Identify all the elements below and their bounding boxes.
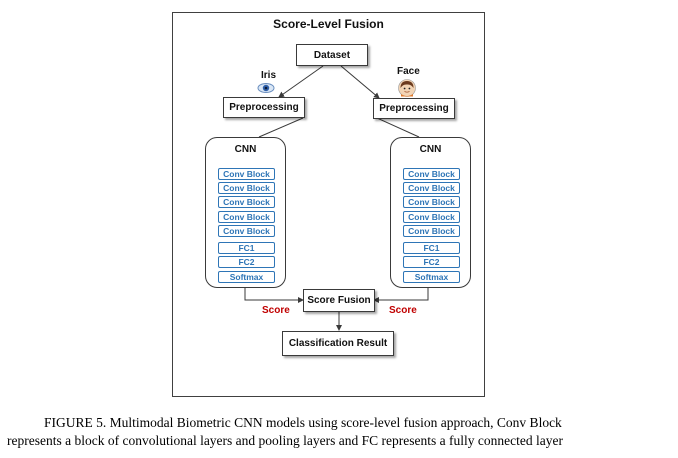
left-softmax: Softmax xyxy=(218,271,275,283)
score-fusion-box: Score Fusion xyxy=(303,289,375,312)
left-fc1: FC1 xyxy=(218,242,275,254)
right-score-label: Score xyxy=(389,305,417,316)
face-avatar-icon xyxy=(398,79,416,97)
left-score-label: Score xyxy=(262,305,290,316)
right-conv-block-3: Conv Block xyxy=(403,196,460,208)
arrow-dataset-left xyxy=(278,65,324,98)
left-fc2: FC2 xyxy=(218,256,275,268)
dataset-box: Dataset xyxy=(296,44,368,66)
right-conv-block-2: Conv Block xyxy=(403,182,460,194)
right-cnn-title: CNN xyxy=(419,144,442,155)
left-conv-block-1: Conv Block xyxy=(218,168,275,180)
right-cnn-container: CNN Conv Block Conv Block Conv Block Con… xyxy=(390,137,471,288)
arrow-left-to-fusion xyxy=(244,288,304,303)
line-right-preproc-cnn xyxy=(376,117,420,138)
right-conv-block-5: Conv Block xyxy=(403,225,460,237)
right-conv-block-1: Conv Block xyxy=(403,168,460,180)
right-softmax: Softmax xyxy=(403,271,460,283)
face-label: Face xyxy=(397,66,420,77)
left-conv-block-2: Conv Block xyxy=(218,182,275,194)
caption-line-1: FIGURE 5. Multimodal Biometric CNN model… xyxy=(44,415,562,430)
iris-label: Iris xyxy=(261,70,277,81)
left-cnn-container: CNN Conv Block Conv Block Conv Block Con… xyxy=(205,137,286,288)
arrow-right-to-fusion xyxy=(373,288,429,303)
right-preprocessing-box: Preprocessing xyxy=(373,98,455,119)
left-cnn-title: CNN xyxy=(234,144,257,155)
eye-icon xyxy=(257,83,275,93)
arrow-dataset-right xyxy=(340,65,380,99)
left-conv-block-4: Conv Block xyxy=(218,211,275,223)
figure-caption: FIGURE 5. Multimodal Biometric CNN model… xyxy=(0,414,678,450)
caption-line-2: represents a block of convolutional laye… xyxy=(7,433,563,448)
right-conv-block-4: Conv Block xyxy=(403,211,460,223)
left-conv-block-5: Conv Block xyxy=(218,225,275,237)
left-preprocessing-box: Preprocessing xyxy=(223,97,305,118)
left-conv-block-3: Conv Block xyxy=(218,196,275,208)
line-left-preproc-cnn xyxy=(258,117,304,138)
right-fc1: FC1 xyxy=(403,242,460,254)
right-fc2: FC2 xyxy=(403,256,460,268)
diagram-title: Score-Level Fusion xyxy=(273,17,384,31)
classification-result-box: Classification Result xyxy=(282,331,394,356)
